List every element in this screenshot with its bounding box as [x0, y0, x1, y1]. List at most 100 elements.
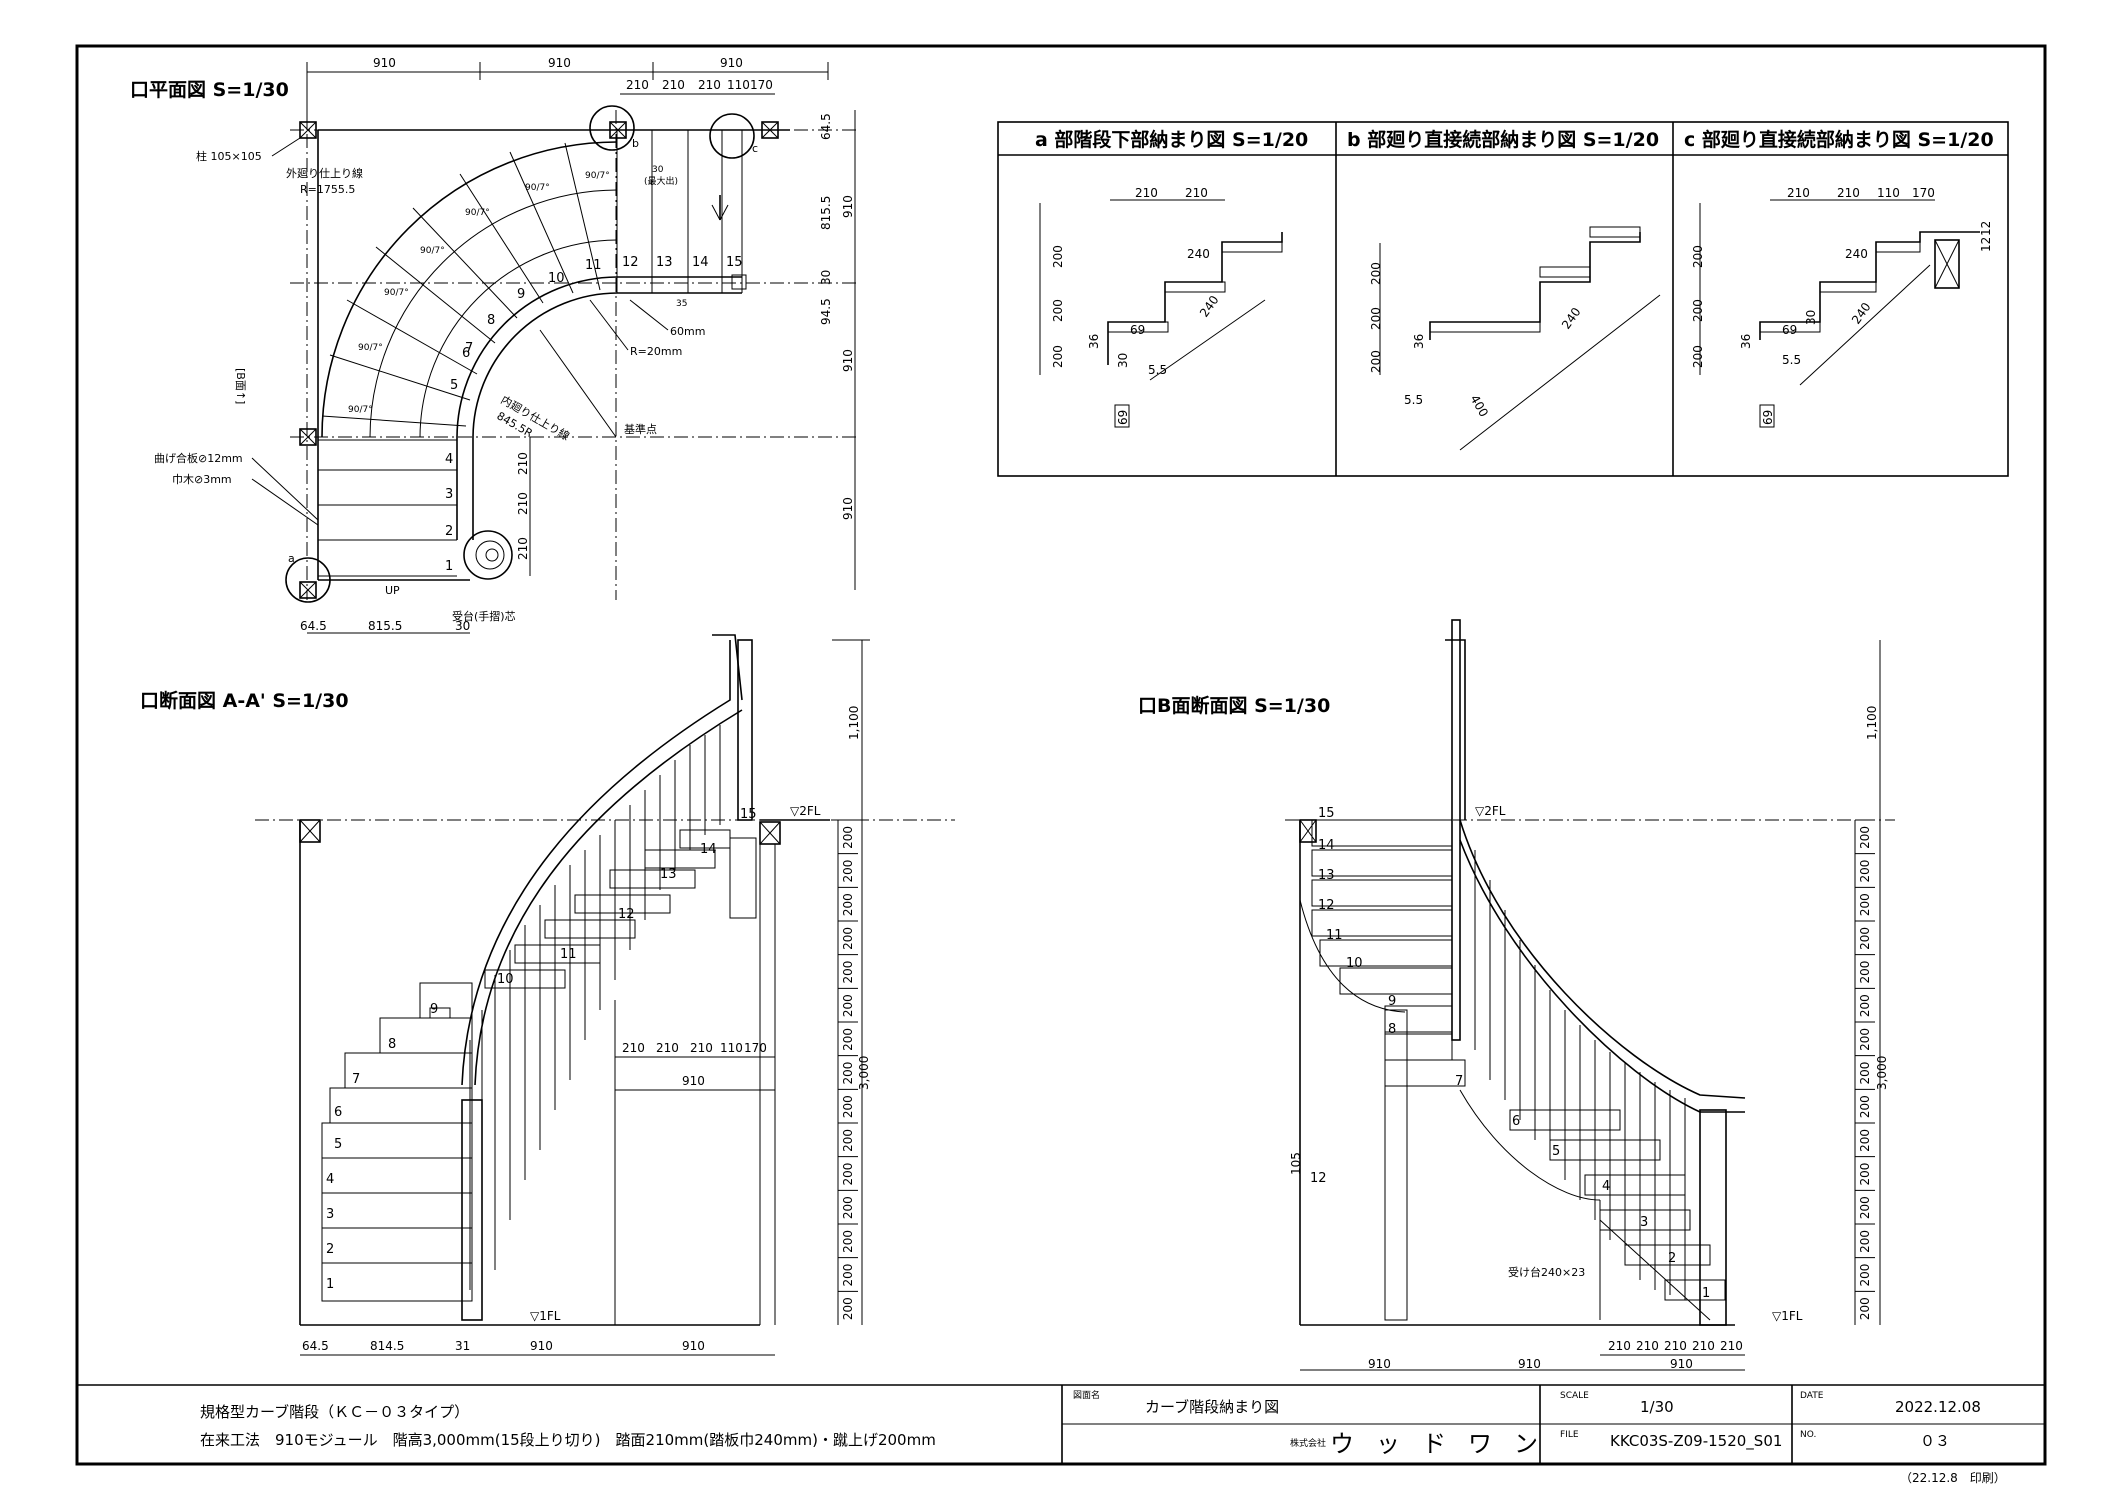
plan-right-dim-910a: 910 [841, 195, 855, 218]
plan-angle-2: 90/7° [358, 343, 383, 353]
section-a-floor-2: ▽2FL [790, 804, 821, 818]
section-b-step-2: 2 [1668, 1251, 1676, 1266]
plan-lower-treads [318, 439, 457, 577]
section-b-handrail [1459, 819, 1746, 1099]
plan-right-dim-6: 910 [841, 497, 855, 520]
section-b-step-3: 3 [1640, 1215, 1648, 1230]
plan-step-3: 3 [445, 487, 453, 502]
title-print-note: （22.12.8 印刷） [1900, 1471, 2006, 1485]
title-line-2: 在来工法 910モジュール 階高3,000mm(15段上り切り) 踏面210mm… [200, 1431, 936, 1449]
plan-receiver-label: 受台(手摺)芯 [452, 609, 516, 623]
plan-winder-lines [321, 142, 601, 427]
section-a-step-5: 5 [334, 1137, 342, 1152]
plan-angle-3: 90/7° [384, 288, 409, 298]
plan-angle-6: 90/7° [525, 183, 550, 193]
section-a-step-12: 12 [618, 907, 635, 922]
section-b-title: 口B面断面図 S=1/30 [1138, 694, 1330, 717]
detail-c-header: c 部廻り直接続部納まり図 S=1/20 [1684, 128, 1994, 151]
sheet-border [75, 44, 2047, 1466]
section-a-lower-treads [321, 982, 473, 1302]
title-date-label: DATE [1800, 1391, 1824, 1401]
section-b-riser-dim: 200 [1858, 1062, 1872, 1085]
section-b-floor-2: ▽2FL [1475, 804, 1506, 818]
plan-right-dim-4: 94.5 [819, 298, 833, 325]
section-a-step-13: 13 [660, 867, 677, 882]
detail-a-dim-6: 240 [1187, 247, 1210, 261]
section-b-tread-dim-3: 210 [1664, 1339, 1687, 1353]
detail-a-drawing: 210 210 200 200 200 240 240 69 36 30 5.5… [1039, 186, 1283, 428]
detail-table: a 部階段下部納まり図 S=1/20 b 部廻り直接続部納まり図 S=1/20 … [997, 121, 2009, 477]
detail-c-dim-10: 69 [1782, 323, 1797, 337]
section-a-step-10: 10 [497, 972, 514, 987]
section-b-step-5: 5 [1552, 1144, 1560, 1159]
section-b-riser-dim: 200 [1858, 1230, 1872, 1253]
title-no: ０３ [1920, 1432, 1950, 1450]
section-b-step-9: 9 [1388, 994, 1396, 1009]
section-b-step-6: 6 [1512, 1114, 1520, 1129]
section-b-riser-dim: 200 [1858, 1264, 1872, 1287]
detail-a-dim-7: 240 [1197, 293, 1222, 320]
plan-outer-line-label: 外廻り仕上り線 [286, 166, 363, 180]
detail-b-dim-3: 200 [1369, 350, 1383, 373]
section-b-riser-dim: 200 [1858, 893, 1872, 916]
section-b-bottom-dim-1: 910 [1368, 1357, 1391, 1371]
section-a-floor-1: ▽1FL [530, 1309, 561, 1323]
plan-pillar-tr [761, 121, 779, 139]
plan-pillar-bl [299, 581, 317, 599]
plan-plywood-label: 曲げ合板⊘12mm [154, 451, 243, 465]
section-a-riser-dim: 200 [841, 1062, 855, 1085]
plan-marker-a [285, 557, 331, 603]
section-b-riser-dim: 200 [1858, 994, 1872, 1017]
title-file: KKC03S-Z09-1520_S01 [1610, 1432, 1782, 1451]
plan-angle-4: 90/7° [420, 246, 445, 256]
section-a-step-1: 1 [326, 1277, 334, 1292]
plan-dim-30: 30 [652, 165, 664, 175]
title-line-1: 規格型カーブ階段（ＫＣ－０３タイプ） [200, 1403, 469, 1421]
plan-dim-35: 35 [676, 299, 687, 309]
plan-sub-dim-2: 210 [662, 78, 685, 92]
section-a-balusters [469, 725, 721, 1290]
section-b-floor-1: ▽1FL [1772, 1309, 1803, 1323]
section-a-inner-dim-1: 210 [622, 1041, 645, 1055]
detail-c-dim-16: 12 [1979, 237, 1993, 252]
detail-a-dim-11: 5.5 [1148, 363, 1167, 377]
section-a-inner-dim-4: 110 [720, 1041, 743, 1055]
section-b-tread-dim-5: 210 [1720, 1339, 1743, 1353]
plan-sub-dim-4: 110 [727, 78, 750, 92]
detail-c-dim-6: 240 [1849, 300, 1874, 327]
plan-step-12: 12 [622, 255, 639, 270]
plan-marker-a-label: a [288, 552, 295, 565]
section-b-step-11: 11 [1326, 928, 1343, 943]
section-b-step-4: 4 [1602, 1179, 1610, 1194]
detail-b-header: b 部廻り直接続部納まり図 S=1/20 [1347, 128, 1659, 151]
plan-step-15: 15 [726, 255, 743, 270]
plan-top-dim-3: 910 [720, 56, 743, 70]
section-b-riser-dim: 200 [1858, 1163, 1872, 1186]
section-a-riser-dim: 200 [841, 893, 855, 916]
plan-step-1: 1 [445, 559, 453, 574]
section-b-tread-dim-1: 210 [1608, 1339, 1631, 1353]
plan-step-11: 11 [585, 258, 602, 273]
plan-view: 口平面図 S=1/30 910 910 910 210 210 210 110 … [130, 56, 860, 634]
section-a-bottom-dim-3: 31 [455, 1339, 470, 1353]
plan-inner-rail [456, 276, 742, 540]
plan-step-4: 4 [445, 452, 453, 467]
section-a-step-15: 15 [740, 807, 757, 822]
section-b-riser-dim: 200 [1858, 1129, 1872, 1152]
plan-up-label: UP [385, 584, 400, 597]
section-b-bottom-dim-2: 910 [1518, 1357, 1541, 1371]
plan-step-7: 7 [465, 341, 473, 356]
plan-pillar-tm [609, 121, 627, 139]
section-a-riser-dim: 200 [841, 1163, 855, 1186]
section-a-inner-dim-2: 210 [656, 1041, 679, 1055]
plan-step-8: 8 [487, 313, 495, 328]
section-b-tread-dim-2: 210 [1636, 1339, 1659, 1353]
plan-marker-b [589, 105, 635, 151]
detail-a-dim-3: 200 [1051, 245, 1065, 268]
section-b-step-10: 10 [1346, 956, 1363, 971]
detail-c-dim-7: 200 [1691, 245, 1705, 268]
detail-a-dim-5: 200 [1051, 345, 1065, 368]
section-b-left-dim: 105 [1289, 1152, 1303, 1175]
section-a-step-2: 2 [326, 1242, 334, 1257]
section-a-inner-910: 910 [682, 1074, 705, 1088]
